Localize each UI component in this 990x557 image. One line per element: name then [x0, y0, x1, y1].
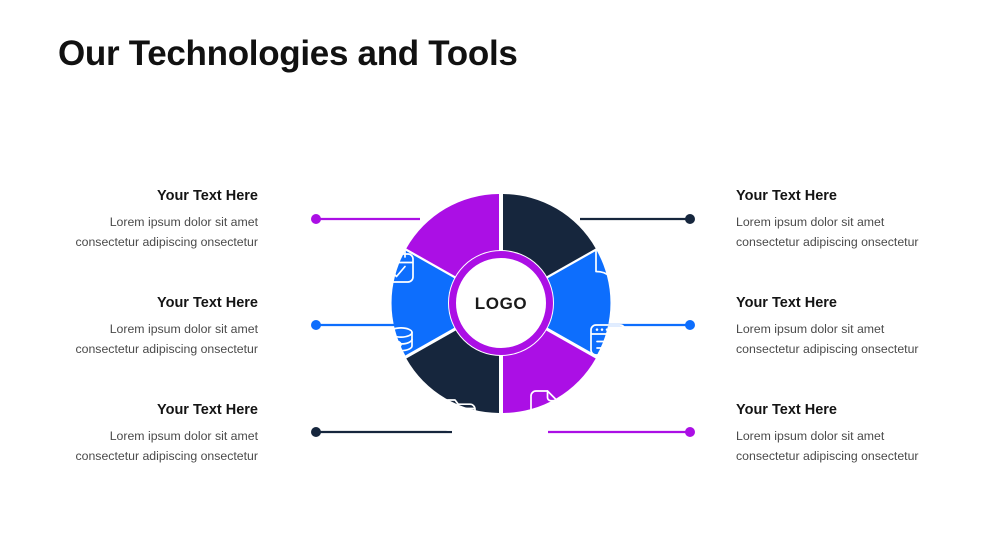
callout-heading: Your Text Here — [736, 188, 837, 204]
connector-dot-top-left — [311, 214, 321, 224]
callout-body-line-1: Lorem ipsum dolor sit amet — [109, 429, 258, 444]
connector-dot-bottom-left — [311, 427, 321, 437]
segment-top-left[interactable] — [406, 194, 499, 301]
callout-body-line-2: consectetur adipiscing onsectetur — [736, 341, 919, 356]
connector-dot-middle-right — [685, 320, 695, 330]
calendar-check-icon — [381, 250, 414, 283]
callout-body-line-2: consectetur adipiscing onsectetur — [75, 234, 258, 249]
connector-dot-middle-left — [311, 320, 321, 330]
folder-plus-icon — [442, 399, 476, 431]
center-logo-label: LOGO — [475, 294, 527, 313]
center-hub-ring — [449, 251, 553, 355]
connector-lines — [311, 214, 695, 437]
callout-body-line-2: consectetur adipiscing onsectetur — [75, 448, 258, 463]
callout-heading: Your Text Here — [157, 295, 258, 311]
callout-body-line-1: Lorem ipsum dolor sit amet — [109, 215, 258, 230]
callout-body-line-1: Lorem ipsum dolor sit amet — [736, 322, 885, 337]
callout-heading: Your Text Here — [157, 402, 258, 418]
segment-top-right[interactable] — [503, 194, 596, 301]
callout-body-line-1: Lorem ipsum dolor sit amet — [109, 322, 258, 337]
connector-dot-bottom-right — [685, 427, 695, 437]
segment-bottom-left[interactable] — [406, 306, 499, 413]
page-title: Our Technologies and Tools — [58, 34, 518, 73]
browser-window-icon — [590, 324, 626, 356]
callout-body-line-2: consectetur adipiscing onsectetur — [75, 341, 258, 356]
callout-top-left: Your Text Here Lorem ipsum dolor sit ame… — [8, 188, 258, 252]
connector-dot-top-right — [685, 214, 695, 224]
document-chart-icon — [530, 390, 559, 427]
segment-middle-right[interactable] — [504, 250, 611, 356]
callout-bottom-left: Your Text Here Lorem ipsum dolor sit ame… — [8, 402, 258, 466]
callout-body-line-1: Lorem ipsum dolor sit amet — [736, 215, 885, 230]
callout-heading: Your Text Here — [736, 295, 837, 311]
callout-heading: Your Text Here — [157, 188, 258, 204]
callout-top-right: Your Text Here Lorem ipsum dolor sit ame… — [736, 188, 986, 252]
book-open-icon — [595, 248, 624, 278]
callout-middle-right: Your Text Here Lorem ipsum dolor sit ame… — [736, 295, 986, 359]
callout-middle-left: Your Text Here Lorem ipsum dolor sit ame… — [8, 295, 258, 359]
coins-icon — [379, 327, 413, 360]
callout-heading: Your Text Here — [736, 402, 837, 418]
segment-bottom-right[interactable] — [503, 306, 596, 413]
callout-body-line-2: consectetur adipiscing onsectetur — [736, 234, 919, 249]
callout-body-line-1: Lorem ipsum dolor sit amet — [736, 429, 885, 444]
donut-segments — [391, 194, 611, 413]
center-hub-backing — [448, 250, 554, 356]
segment-middle-left[interactable] — [391, 250, 498, 356]
callout-bottom-right: Your Text Here Lorem ipsum dolor sit ame… — [736, 402, 986, 466]
callout-body-line-2: consectetur adipiscing onsectetur — [736, 448, 919, 463]
